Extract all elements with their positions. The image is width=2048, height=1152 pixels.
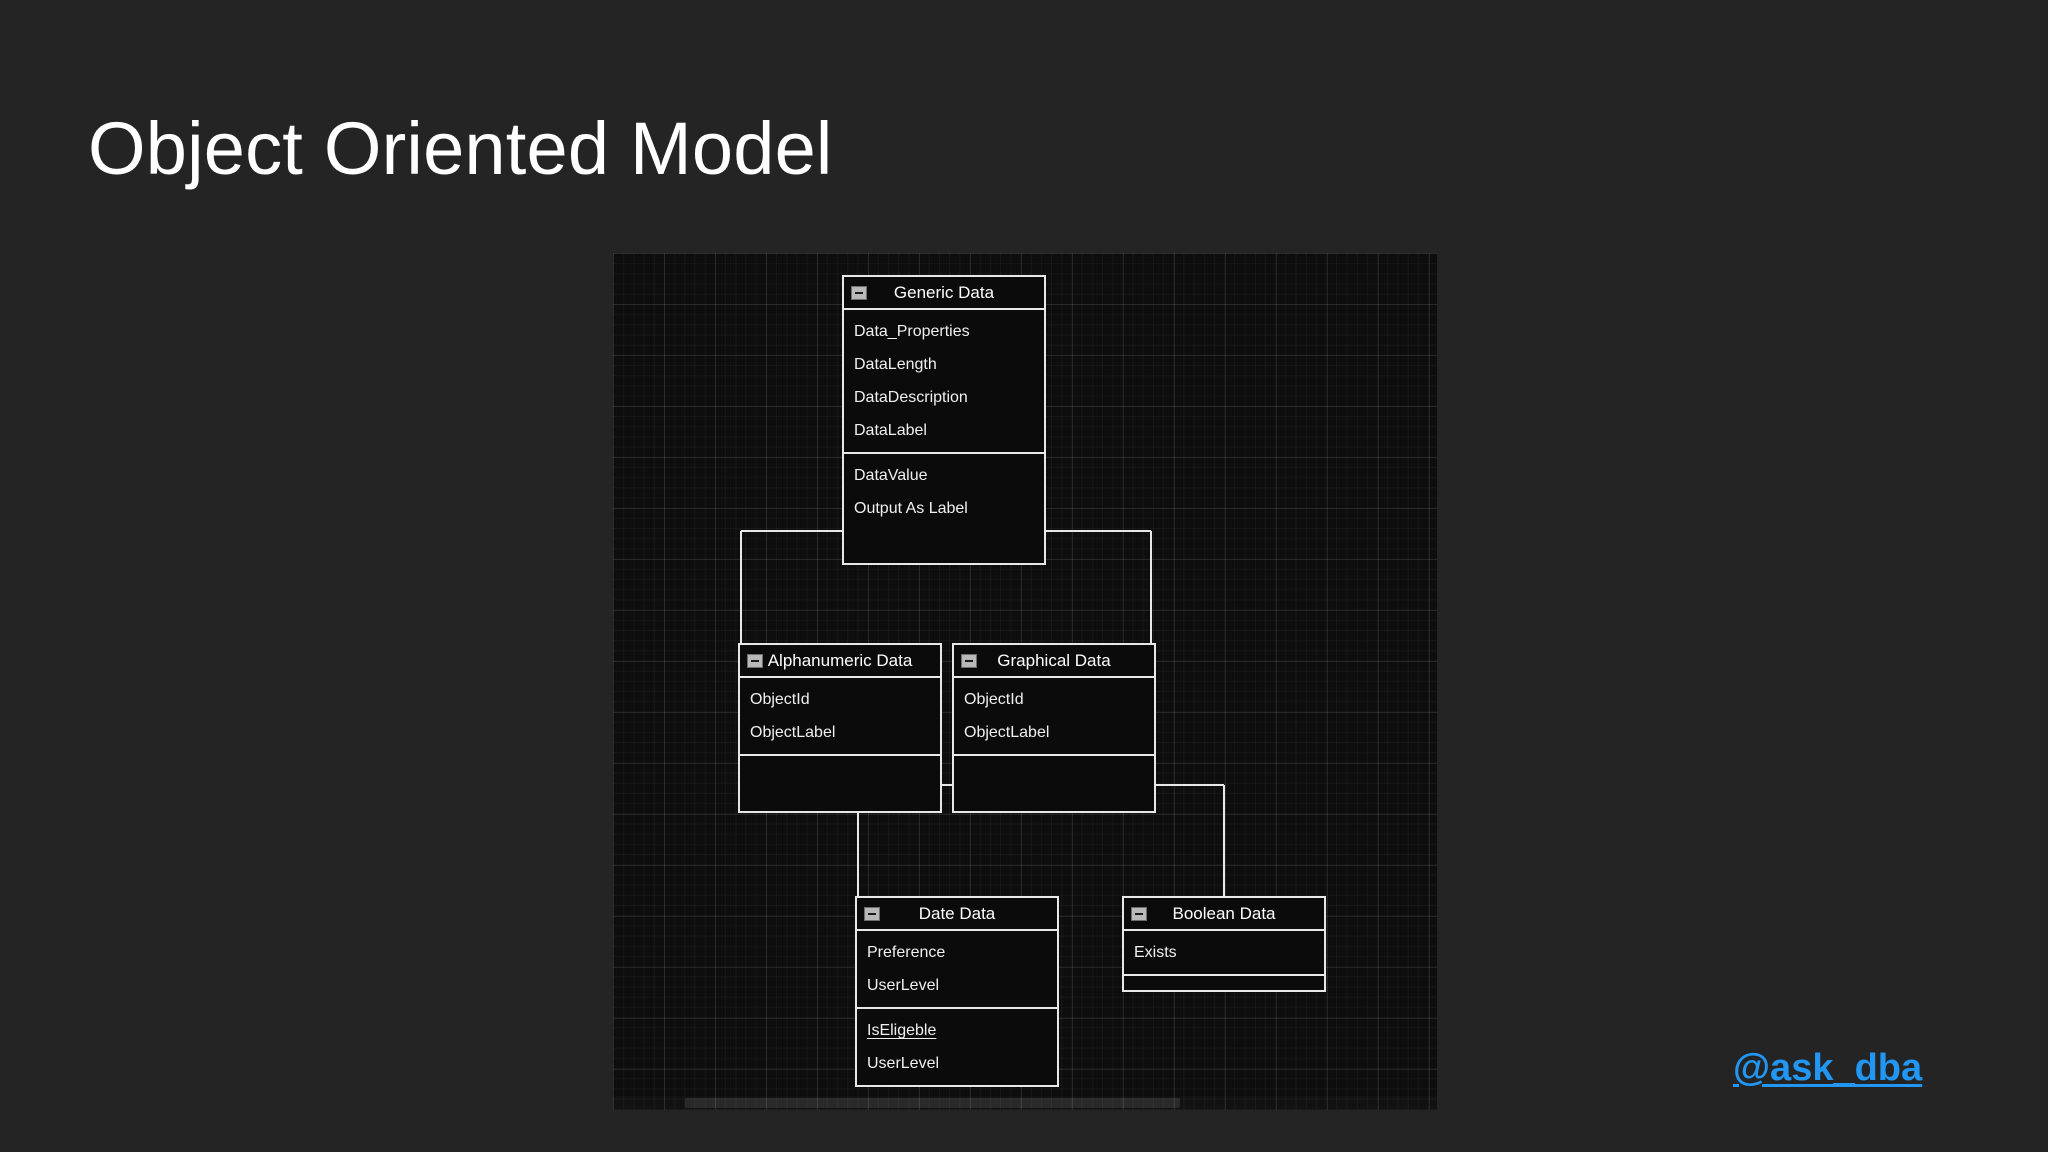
attribute-row[interactable]: Output As Label — [854, 500, 968, 517]
minus-box-icon[interactable] — [864, 906, 880, 921]
attribute-row[interactable]: DataDescription — [854, 389, 968, 406]
entity-section-attributes: Data_Properties DataLength DataDescripti… — [844, 310, 1044, 452]
entity-alphanumeric-data[interactable]: Alphanumeric Data ObjectId ObjectLabel — [738, 643, 942, 813]
attribute-row[interactable]: UserLevel — [867, 1055, 940, 1072]
entity-title: Date Data — [918, 903, 996, 923]
page-title: Object Oriented Model — [88, 107, 833, 190]
entity-boolean-data[interactable]: Boolean Data Exists — [1122, 896, 1326, 992]
watermark-link[interactable]: @ask_dba — [1733, 1047, 1923, 1089]
attribute-row[interactable]: Preference — [867, 944, 946, 961]
entity-section-methods — [954, 754, 1154, 811]
entity-graphical-data[interactable]: Graphical Data ObjectId ObjectLabel — [952, 643, 1156, 813]
attribute-row[interactable]: Data_Properties — [854, 323, 970, 340]
minus-box-icon[interactable] — [747, 653, 763, 668]
entity-header[interactable]: Graphical Data — [954, 645, 1154, 678]
entity-title: Boolean Data — [1172, 903, 1276, 923]
entity-date-data[interactable]: Date Data Preference UserLevel IsEligebl… — [855, 896, 1059, 1087]
entity-header[interactable]: Alphanumeric Data — [740, 645, 940, 678]
minus-box-icon[interactable] — [1131, 906, 1147, 921]
entity-section-methods — [1124, 974, 1324, 990]
entity-section-attributes: ObjectId ObjectLabel — [954, 678, 1154, 754]
entity-header[interactable]: Date Data — [857, 898, 1057, 931]
entity-generic-data[interactable]: Generic Data Data_Properties DataLength … — [842, 275, 1046, 565]
entity-section-methods — [740, 754, 940, 811]
attribute-row[interactable]: ObjectLabel — [750, 724, 836, 741]
horizontal-scrollbar[interactable] — [613, 1096, 1437, 1110]
entity-section-methods: DataValue Output As Label — [844, 452, 1044, 563]
attribute-row[interactable]: Exists — [1134, 944, 1177, 961]
entity-section-attributes: Preference UserLevel — [857, 931, 1057, 1007]
attribute-row[interactable]: DataLength — [854, 356, 937, 373]
entity-section-attributes: Exists — [1124, 931, 1324, 974]
entity-title: Generic Data — [893, 282, 995, 302]
entity-header[interactable]: Generic Data — [844, 277, 1044, 310]
entity-header[interactable]: Boolean Data — [1124, 898, 1324, 931]
attribute-row[interactable]: DataValue — [854, 467, 928, 484]
attribute-row[interactable]: ObjectId — [750, 691, 810, 708]
attribute-row[interactable]: ObjectId — [964, 691, 1024, 708]
minus-box-icon[interactable] — [961, 653, 977, 668]
entity-section-methods: IsEligeble UserLevel — [857, 1007, 1057, 1085]
entity-title: Graphical Data — [997, 650, 1111, 670]
entity-section-attributes: ObjectId ObjectLabel — [740, 678, 940, 754]
attribute-row[interactable]: IsEligeble — [867, 1022, 937, 1039]
attribute-row[interactable]: DataLabel — [854, 422, 927, 439]
minus-box-icon[interactable] — [851, 285, 867, 300]
attribute-row[interactable]: ObjectLabel — [964, 724, 1050, 741]
entity-title: Alphanumeric Data — [767, 650, 913, 670]
diagram-canvas[interactable]: Generic Data Data_Properties DataLength … — [613, 253, 1437, 1110]
horizontal-scrollbar-thumb[interactable] — [685, 1098, 1180, 1108]
attribute-row[interactable]: UserLevel — [867, 977, 940, 994]
